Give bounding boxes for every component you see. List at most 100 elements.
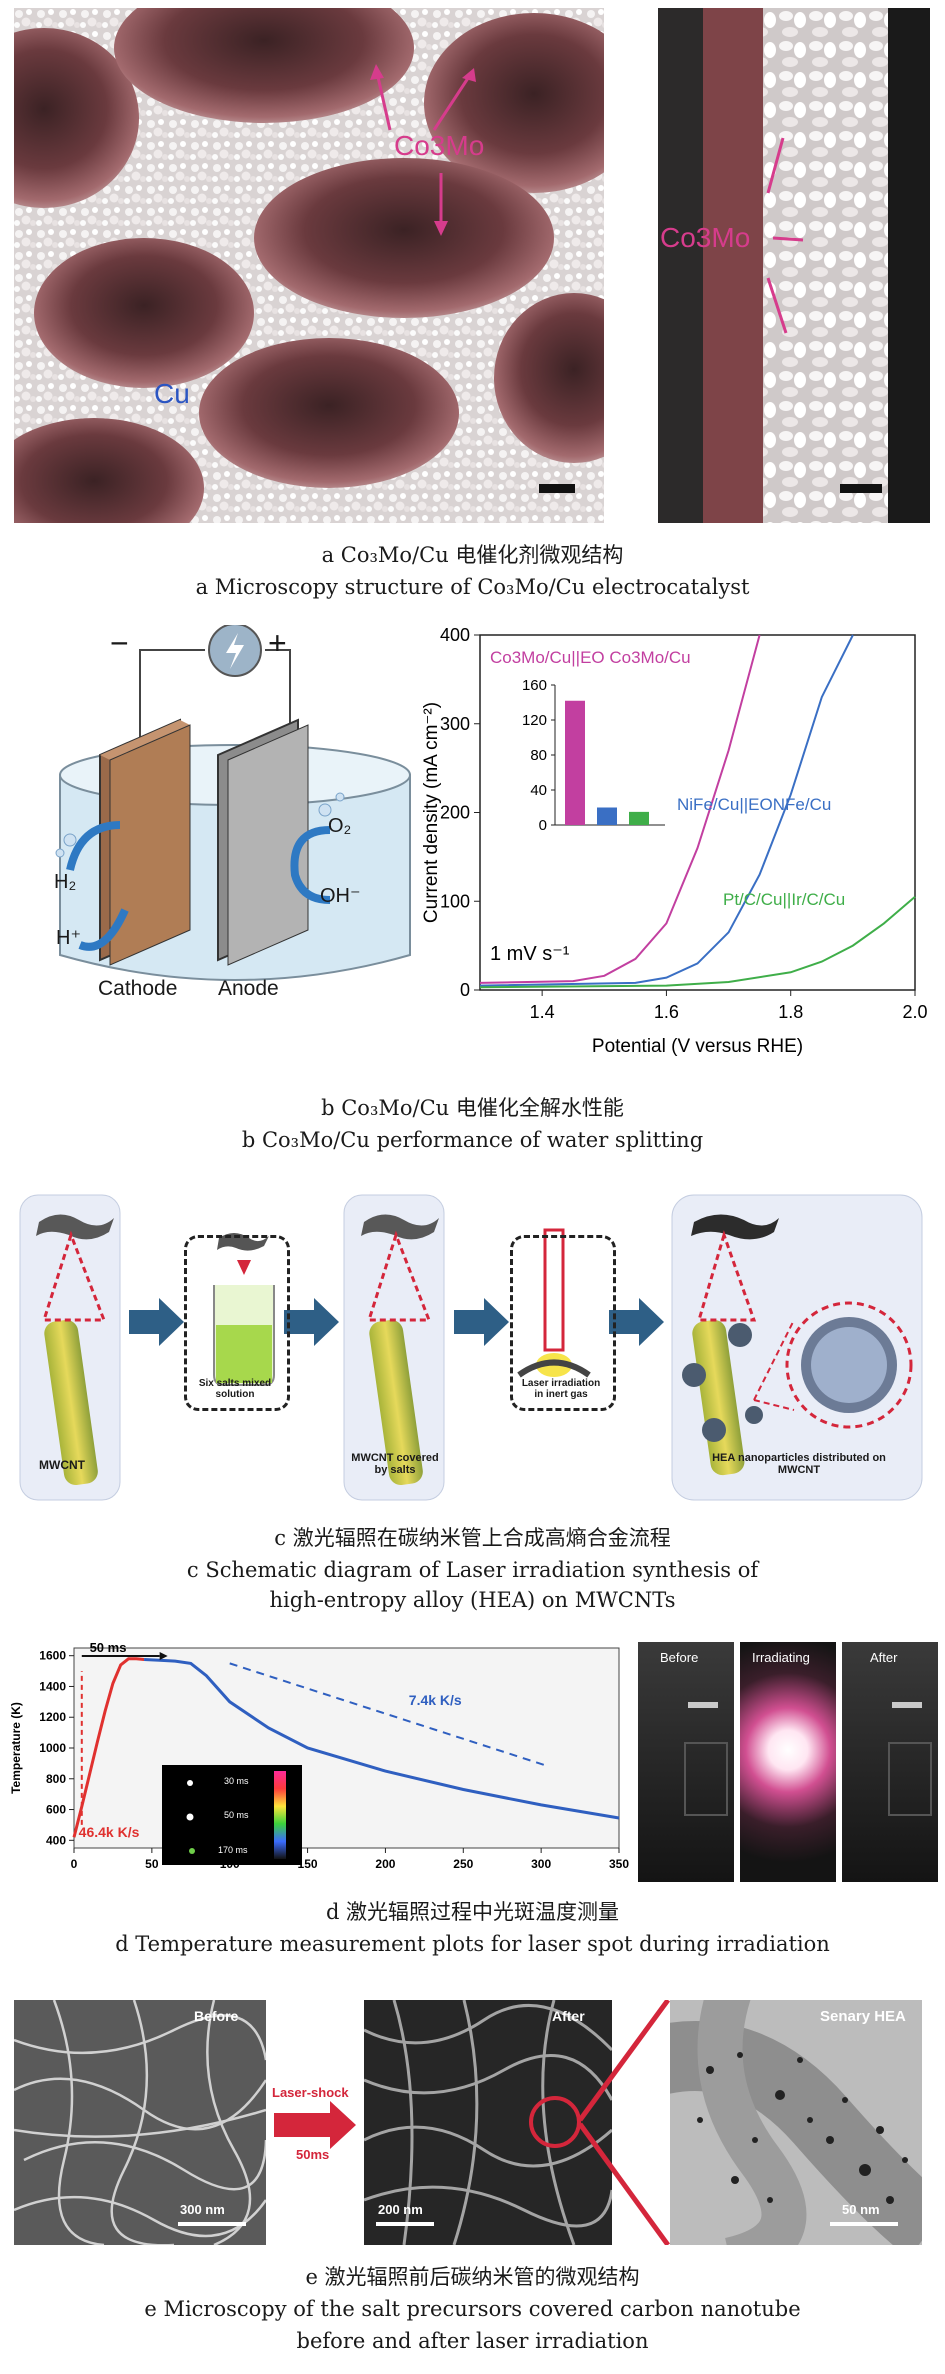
y-tick-label: 200 — [440, 803, 470, 823]
y-tick-label: 800 — [46, 1772, 66, 1786]
legend-series-1: Co3Mo/Cu||EO Co3Mo/Cu — [490, 648, 691, 667]
cooling-rate-label: 7.4k K/s — [409, 1692, 462, 1708]
scalebar-200nm: 200 nm — [378, 2202, 423, 2217]
y-tick-label: 1400 — [39, 1679, 66, 1693]
zoom-connector — [580, 2000, 670, 2245]
y-tick-label: 0 — [460, 980, 470, 1000]
scale-arrowhead — [159, 1652, 168, 1660]
laser-shock-label: Laser-shock — [272, 2085, 349, 2100]
x-tick-label: 1.4 — [530, 1002, 555, 1022]
step2-box — [184, 1235, 290, 1411]
cathode-label: Cathode — [98, 977, 178, 1000]
hplus-label: H⁺ — [56, 927, 81, 949]
cu-label: Cu — [154, 378, 190, 409]
caption-c-en1: c Schematic diagram of Laser irradiation… — [186, 1558, 759, 1582]
y-tick-label: 400 — [46, 1833, 66, 1847]
step4-label: Laser irradiation in inert gas — [521, 1378, 601, 1400]
y-axis-label: Current density (mA cm⁻²) — [421, 702, 442, 923]
x-tick-label: 250 — [453, 1857, 473, 1871]
step2-label: Six salts mixed solution — [198, 1378, 272, 1400]
series-line-3 — [479, 896, 916, 989]
x-tick-label: 1.6 — [654, 1002, 679, 1022]
photo-before-label: Before — [660, 1650, 699, 1665]
inset-time-3: 170 ms — [218, 1845, 248, 1855]
legend-series-2: NiFe/Cu||EONFe/Cu — [677, 795, 831, 814]
ohminus-label: OH⁻ — [320, 885, 361, 907]
inset-bar-1 — [565, 700, 585, 825]
h2-label: H₂ — [54, 871, 77, 893]
inset-bar-2 — [597, 807, 617, 825]
x-tick-label: 200 — [375, 1857, 395, 1871]
y-tick-label: 400 — [440, 625, 470, 645]
anode-label: Anode — [218, 977, 279, 1000]
chart-temperature: 4006008001000120014001600050100150200250… — [6, 1640, 631, 1885]
laser-shock-arrow: Laser-shock 50ms — [270, 2085, 360, 2165]
photo-after-label: After — [870, 1650, 898, 1665]
caption-c-zh: c 激光辐照在碳纳米管上合成高熵合金流程 — [274, 1526, 671, 1550]
after-label: After — [552, 2008, 585, 2024]
temp-series-1 — [72, 1657, 145, 1838]
y-tick-label: 1600 — [39, 1649, 66, 1663]
o2-label: O₂ — [328, 815, 352, 837]
caption-a-zh: a Co₃Mo/Cu 电催化剂微观结构 — [321, 543, 624, 567]
step1-label: MWCNT — [39, 1458, 85, 1472]
panel-b-electrolyzer: − + H₂ H⁺ O₂ OH⁻ Cathode Anode — [40, 625, 430, 1010]
caption-c-en2: high-entropy alloy (HEA) on MWCNTs — [269, 1588, 676, 1612]
caption-b-zh: b Co₃Mo/Cu 电催化全解水性能 — [321, 1096, 624, 1120]
y-tick-label: 1200 — [39, 1710, 66, 1724]
step3-label: MWCNT covered by salts — [351, 1452, 439, 1476]
co3mo-label-right: Co3Mo — [660, 222, 751, 253]
photo-irradiating — [740, 1642, 836, 1882]
temperature-inset: 30 ms 50 ms 170 ms — [162, 1765, 302, 1865]
inset-y-tick-label: 160 — [522, 677, 547, 694]
y-tick-label: 100 — [440, 891, 470, 911]
caption-a-en: a Microscopy structure of Co₃Mo/Cu elect… — [195, 575, 750, 599]
step4-box — [510, 1235, 616, 1411]
x-tick-label: 1.8 — [778, 1002, 803, 1022]
photo-after — [842, 1642, 938, 1882]
y-tick-label: 600 — [46, 1803, 66, 1817]
photo-before — [638, 1642, 734, 1882]
inset-y-tick-label: 40 — [530, 782, 547, 799]
tem-after: After 200 nm — [364, 2000, 612, 2245]
inset-y-tick-label: 120 — [522, 712, 547, 729]
x-tick-label: 50 — [145, 1857, 159, 1871]
x-tick-label: 350 — [609, 1857, 629, 1871]
plus-sign: + — [268, 625, 287, 661]
heating-rate-label: 46.4k K/s — [79, 1824, 140, 1840]
scale-label: 50 ms — [90, 1640, 127, 1655]
series-line-1 — [479, 634, 761, 984]
before-label: Before — [194, 2008, 239, 2024]
y-axis-label: Temperature (K) — [9, 1702, 23, 1794]
co3mo-label-left: Co3Mo — [394, 130, 485, 161]
y-tick-label: 300 — [440, 714, 470, 734]
scalebar-50nm: 50 nm — [842, 2202, 880, 2217]
inset-time-2: 50 ms — [224, 1810, 249, 1820]
scan-rate-annotation: 1 mV s⁻¹ — [490, 943, 570, 965]
legend-series-3: Pt/C/Cu||Ir/C/Cu — [723, 890, 845, 909]
photo-irradiating-label: Irradiating — [752, 1650, 810, 1665]
y-tick-label: 1000 — [39, 1741, 66, 1755]
x-tick-label: 300 — [531, 1857, 551, 1871]
caption-b-en: b Co₃Mo/Cu performance of water splittin… — [241, 1128, 704, 1152]
caption-e-zh: e 激光辐照前后碳纳米管的微观结构 — [305, 2265, 640, 2289]
x-axis-label: Potential (V versus RHE) — [592, 1036, 803, 1057]
panel-a-sem-right: Co3Mo — [658, 8, 930, 523]
caption-d-zh: d 激光辐照过程中光斑温度测量 — [325, 1900, 620, 1924]
caption-d-en: d Temperature measurement plots for lase… — [115, 1932, 830, 1956]
x-tick-label: 150 — [298, 1857, 318, 1871]
inset-time-1: 30 ms — [224, 1776, 249, 1786]
panel-d-photos: Before Irradiating After — [638, 1642, 938, 1882]
x-tick-label: 2.0 — [902, 1002, 927, 1022]
caption-e-en2: before and after laser irradiation — [296, 2329, 649, 2353]
inset-y-tick-label: 0 — [539, 817, 547, 834]
laser-shock-time: 50ms — [296, 2147, 330, 2162]
inset-y-tick-label: 80 — [530, 747, 547, 764]
senary-hea-label: Senary HEA — [820, 2008, 906, 2025]
minus-sign: − — [110, 625, 129, 661]
plot-frame — [73, 1647, 620, 1849]
panel-a-sem-left: Co3Mo Cu — [14, 8, 604, 523]
series-line-2 — [479, 634, 854, 987]
